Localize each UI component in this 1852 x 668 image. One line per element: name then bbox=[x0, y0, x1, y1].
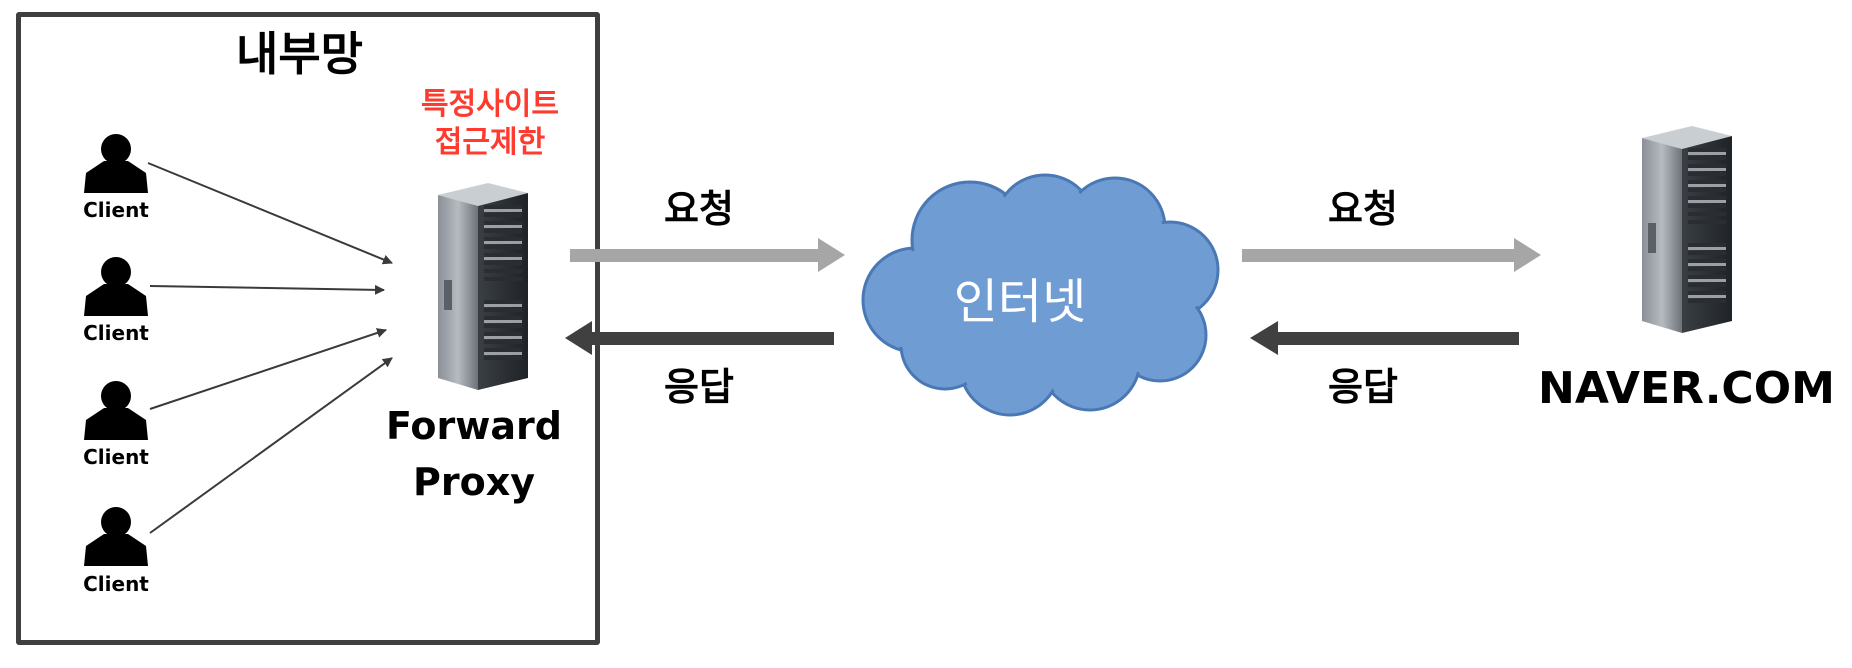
right-request-label: 요청 bbox=[1328, 187, 1398, 231]
server-tower-icon bbox=[438, 183, 528, 390]
proxy-label-line1: Forward bbox=[386, 404, 562, 448]
client-label: Client bbox=[83, 198, 149, 222]
user-icon bbox=[84, 507, 148, 566]
restriction-note-line2: 접근제한 bbox=[434, 125, 546, 160]
user-icon bbox=[84, 381, 148, 440]
restriction-note-line1: 특정사이트 bbox=[421, 87, 559, 122]
user-icon bbox=[84, 257, 148, 316]
client-arrow bbox=[147, 162, 393, 265]
internal-network-title: 내부망 bbox=[236, 27, 363, 81]
right-response-label: 응답 bbox=[1328, 365, 1398, 409]
server-label: NAVER.COM bbox=[1538, 363, 1835, 414]
response-arrow bbox=[1250, 321, 1519, 355]
client-label: Client bbox=[83, 321, 149, 345]
internal-network-box bbox=[16, 12, 600, 645]
proxy-label: Forward Proxy bbox=[380, 398, 568, 510]
request-arrow bbox=[1242, 238, 1541, 272]
user-icon bbox=[84, 134, 148, 193]
client-label: Client bbox=[83, 572, 149, 596]
left-request-label: 요청 bbox=[664, 187, 734, 231]
left-response-label: 응답 bbox=[664, 365, 734, 409]
client-arrow bbox=[149, 357, 393, 534]
proxy-label-line2: Proxy bbox=[413, 460, 535, 504]
internet-label: 인터넷 bbox=[953, 274, 1087, 330]
client-arrow bbox=[149, 328, 387, 410]
request-arrow bbox=[570, 238, 845, 272]
client-label: Client bbox=[83, 445, 149, 469]
server-tower-icon bbox=[1642, 126, 1732, 333]
response-arrow bbox=[565, 321, 834, 355]
restriction-note: 특정사이트 접근제한 bbox=[390, 86, 590, 162]
client-arrow bbox=[149, 284, 385, 295]
